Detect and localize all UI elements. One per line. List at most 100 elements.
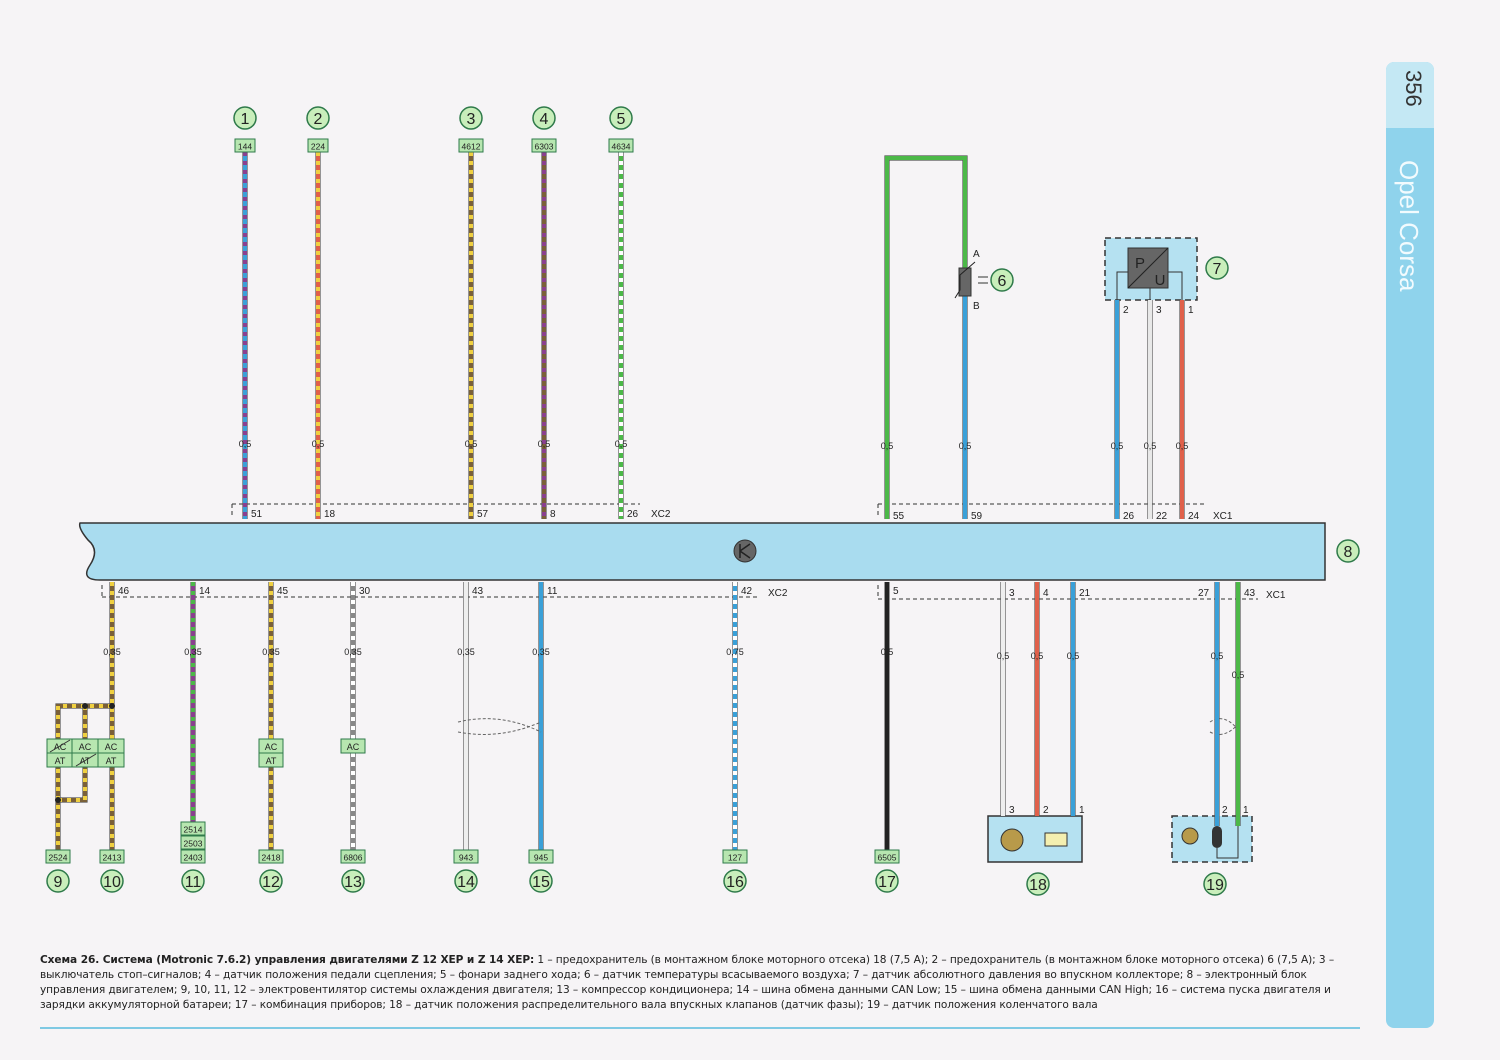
wire-code-tag-17-0: [874, 849, 900, 864]
wire-code-tag-14-0-label: 943: [459, 853, 473, 863]
ecu-pin-43: 43: [1244, 588, 1256, 599]
wire-gauge-5: 0,5: [615, 439, 628, 449]
wire-gauge-sensor19-1: 0,5: [1232, 670, 1245, 680]
wire-code-tag-13-0-label: 6806: [344, 853, 363, 863]
component-18-callout-label: 18: [1029, 877, 1047, 894]
ecu-pin-30: 30: [359, 586, 371, 597]
component-12-callout-label: 12: [262, 874, 280, 891]
ecu-pin-57: 57: [477, 509, 489, 520]
component-11-callout-label: 11: [185, 874, 202, 891]
temperature-arrows-icon: [978, 276, 988, 284]
component-19-callout-label: 19: [1206, 877, 1224, 894]
wire-code-tag-1: [234, 138, 256, 153]
page-number: 356: [1401, 70, 1426, 107]
figure-caption: Схема 26. Система (Motronic 7.6.2) управ…: [40, 953, 1365, 1013]
ecu-pin-8: 8: [550, 509, 556, 520]
wire-code-tag-13-0: [340, 849, 366, 864]
component-1-callout-label: 1: [241, 111, 250, 128]
wire-code-tag-5-label: 4634: [612, 142, 631, 152]
wire-code-tag-11-0-label: 2514: [184, 825, 203, 835]
wire-sensor6-a-outline: [884, 155, 968, 519]
component-15-callout: [529, 869, 553, 893]
wire-fan-bridge-stripe: [58, 706, 87, 802]
component-9-callout: [46, 869, 70, 893]
wire-code-tag-11-1-label: 2503: [184, 839, 203, 849]
component-2-callout-label: 2: [314, 111, 323, 128]
ecu-pin-27: 27: [1198, 588, 1210, 599]
component-8-callout: [1336, 539, 1360, 563]
ecu-pin-4: 4: [1043, 588, 1049, 599]
sensor19-internal-wiring: [1216, 816, 1239, 859]
wire-gauge-15: 0,35: [532, 647, 550, 657]
wire-sensor6-a: [885, 156, 967, 519]
ecu-pin-42: 42: [741, 586, 753, 597]
ecu-pin-45: 45: [277, 586, 289, 597]
sensor7-pin-2: 2: [1123, 305, 1129, 316]
relay-badge-label-2: AC: [79, 742, 92, 752]
ecu-pin-43: 43: [472, 586, 484, 597]
wire-fan-9-stripe: [56, 704, 112, 857]
ecu-pin-51: 51: [251, 509, 263, 520]
badge-12-1: [258, 752, 284, 768]
wire-gauge-3: 0,5: [465, 439, 478, 449]
connector-xc2-top-label: XC2: [651, 509, 671, 520]
bottom-rule: [40, 1027, 1360, 1029]
wire-code-tag-9: [45, 849, 71, 864]
component-9-callout-label: 9: [54, 874, 63, 891]
connector-xc1-bottom-label: XC1: [1266, 590, 1286, 601]
page-number-tab: 356: [1386, 62, 1434, 128]
component-8-callout-label: 8: [1344, 544, 1353, 561]
badge-strike: [75, 753, 97, 767]
sensor19-pin-2: 2: [1222, 805, 1228, 816]
wire-code-tag-15-0: [528, 849, 554, 864]
wire-gauge-17: 0,5: [881, 647, 894, 657]
wire-gauge-13: 0,35: [344, 647, 362, 657]
wire-gauge-12: 0,35: [262, 647, 280, 657]
wire-gauge-sensor6-1: 0,5: [959, 441, 972, 451]
sensor7-pin-1: 1: [1188, 305, 1194, 316]
ecu-pin-26: 26: [1123, 511, 1135, 522]
wire-gauge-sensor7-2: 0,5: [1176, 441, 1189, 451]
transistor-symbol: [739, 543, 751, 559]
badge-label-12-1: AT: [266, 756, 277, 766]
wire-code-tag-9-label: 2524: [49, 853, 68, 863]
wire-gauge-10: 0,35: [103, 647, 121, 657]
badge-label-13-0: AC: [347, 742, 360, 752]
sensor18-pin-3: 3: [1009, 805, 1015, 816]
ecu-pin-11: 11: [547, 586, 558, 597]
sensor18-pin-2: 2: [1043, 805, 1049, 816]
component-11-callout: [181, 869, 205, 893]
ecu-pin-5: 5: [893, 586, 899, 597]
ecu-pin-24: 24: [1188, 511, 1200, 522]
sensor6-pin-b: B: [973, 301, 980, 312]
wire-code-tag-2: [307, 138, 329, 153]
component-4-callout-label: 4: [540, 111, 549, 128]
component-7-callout: [1205, 256, 1229, 280]
connector-xc2-bottom-label: XC2: [768, 588, 788, 599]
component-17-callout-label: 17: [878, 874, 896, 891]
wire-code-tag-10-0: [99, 849, 125, 864]
relay-badge-label-0: AC: [54, 742, 67, 752]
component-10-callout: [100, 869, 124, 893]
sensor18-pin-1: 1: [1079, 805, 1085, 816]
wire-code-tag-11-2-label: 2403: [184, 853, 203, 863]
transistor-icon: [733, 539, 757, 563]
wire-code-tag-16-0-label: 127: [728, 853, 742, 863]
component-13-callout-label: 13: [344, 874, 362, 891]
component-14-callout: [454, 869, 478, 893]
connector-xc1-top-label: XC1: [1213, 511, 1233, 522]
converter-diagonal: [1127, 247, 1169, 289]
relay-badge-label-1: AT: [55, 756, 66, 766]
wire-gauge-16: 0,75: [726, 647, 744, 657]
brand-label: Opel Corsa: [1394, 160, 1424, 292]
converter-u-label: U: [1155, 272, 1166, 289]
ecu-pin-14: 14: [199, 586, 211, 597]
wire-gauge-sensor7-1: 0,5: [1144, 441, 1157, 451]
wire-code-tag-14-0: [453, 849, 479, 864]
component-6-callout: [990, 268, 1014, 292]
component-12-callout: [259, 869, 283, 893]
ecu-pin-26: 26: [627, 509, 639, 520]
thermistor-icon: [958, 267, 972, 297]
sensor7-pin-3: 3: [1156, 305, 1162, 316]
